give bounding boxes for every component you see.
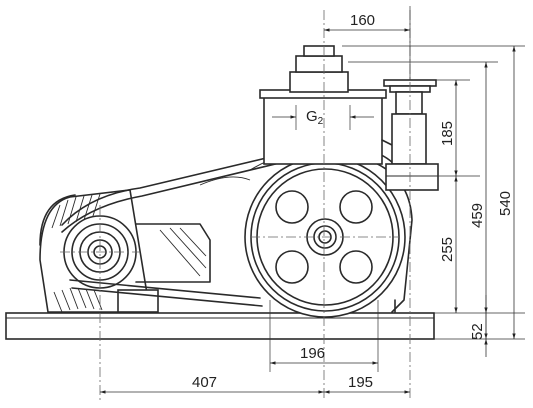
dim-540-label: 540	[497, 191, 514, 216]
dim-196-label: 196	[300, 345, 325, 362]
port-stack	[289, 45, 349, 93]
dim-52-label: 52	[469, 323, 486, 340]
dim-195-label: 195	[348, 374, 373, 391]
dimension-195: 195	[324, 374, 410, 394]
port-subscript: 2	[318, 116, 324, 127]
dimension-160: 160	[324, 6, 411, 80]
dimension-196: 196	[269, 300, 379, 372]
top-tank	[259, 89, 393, 165]
dimension-185: 185	[439, 80, 458, 176]
dimension-540: 540	[497, 46, 516, 339]
port-dimension: G2	[272, 105, 374, 130]
port-label: G	[306, 108, 318, 125]
dim-185-label: 185	[439, 121, 456, 146]
dim-459-label: 459	[469, 203, 486, 228]
dim-160-label: 160	[350, 12, 375, 29]
base-plate	[5, 312, 435, 340]
dimension-52: 52	[469, 295, 488, 357]
dimension-255: 255	[439, 176, 458, 313]
dim-407-label: 407	[192, 374, 217, 391]
right-extension-lines	[342, 45, 525, 340]
dimension-407: 407	[100, 374, 324, 394]
dim-255-label: 255	[439, 237, 456, 262]
valve-column	[383, 79, 439, 191]
svg-text:G2: G2	[306, 108, 324, 127]
center-lines	[60, 10, 411, 400]
dimension-459: 459	[469, 61, 488, 339]
